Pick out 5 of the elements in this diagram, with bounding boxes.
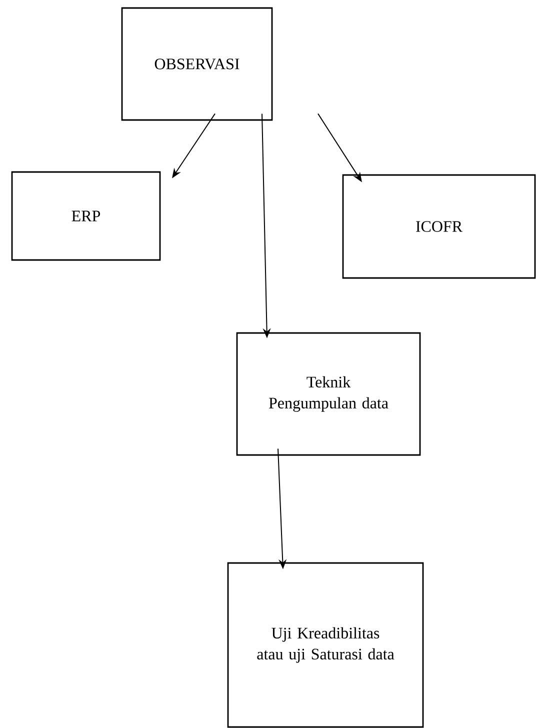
process-box: Teknik Pengumpulan data	[236, 332, 421, 456]
process-box: ERP	[11, 171, 161, 261]
process-box: Uji Kreadibilitas atau uji Saturasi data	[227, 562, 424, 728]
process-box: OBSERVASI	[121, 7, 273, 121]
process-box: ICOFR	[342, 174, 536, 279]
